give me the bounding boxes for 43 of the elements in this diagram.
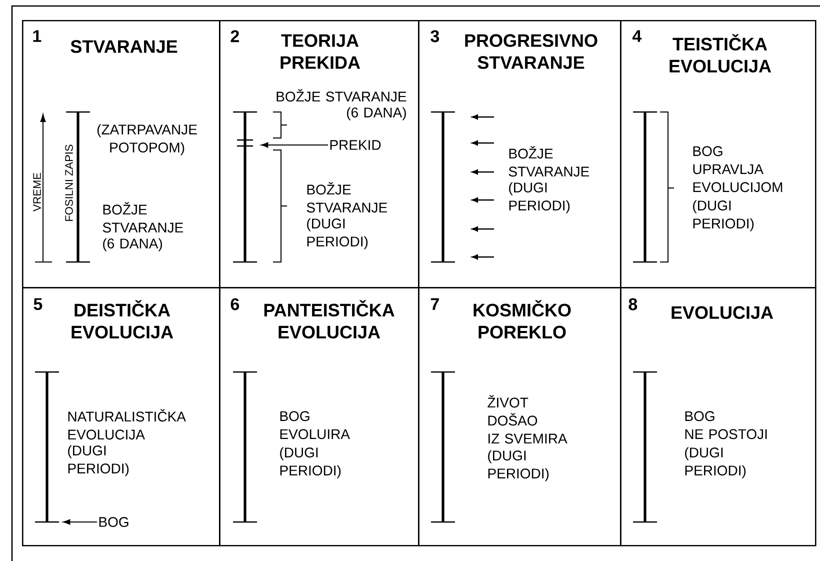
body-text: NATURALISTIČKA EVOLUCIJA	[68, 409, 186, 440]
panel-number: 7	[430, 298, 439, 310]
panel-number: 4	[632, 30, 642, 42]
arrow	[261, 142, 328, 148]
panel-title: STVARANJE	[70, 40, 178, 53]
body-text: (DUGI PERIODI)	[68, 445, 129, 476]
panel-number: 1	[33, 30, 42, 42]
panel-title: TEORIJA PREKIDA	[280, 34, 360, 69]
body-text: BOG UPRAVLJA EVOLUCIJOM	[693, 146, 782, 192]
body-text: BOŽJE STVARANJE	[276, 89, 406, 102]
body-text: BOŽJE STVARANJE	[508, 146, 590, 177]
pointer-label: BOG	[99, 517, 128, 527]
panel-title: EVOLUCIJA	[672, 306, 774, 319]
panel-title: PROGRESIVNO STVARANJE	[465, 34, 598, 69]
body-text: ŽIVOT DOŠAO IZ SVEMIRA	[488, 395, 568, 444]
body-text: BOG NE POSTOJI	[685, 411, 767, 440]
timeline-bar	[233, 111, 257, 263]
body-text: (DUGI PERIODI)	[685, 447, 746, 478]
panel-title: PANTEISTIČKA EVOLUCIJA	[264, 300, 394, 338]
body-text: (ZATRPAVANJE POTOPOM)	[97, 124, 197, 156]
body-text: BOG EVOLUIRA	[280, 411, 350, 440]
body-text: (6 DANA)	[347, 107, 406, 120]
body-text: BOŽJE STVARANJE	[102, 202, 184, 233]
axis-label: FOSILNI ZAPIS	[65, 144, 73, 221]
body-text: (DUGI PERIODI)	[693, 200, 754, 232]
panel-number: 6	[230, 298, 240, 310]
arrow	[63, 519, 97, 525]
body-text: (DUGI PERIODI)	[488, 450, 549, 482]
timeline-bar	[35, 371, 59, 523]
body-text: (DUGI PERIODI)	[307, 218, 368, 250]
panel-number: 5	[34, 298, 42, 310]
body-text: (DUGI PERIODI)	[509, 182, 570, 214]
panel-title: TEISTIČKA EVOLUCIJA	[670, 34, 772, 72]
axis-label: VREME	[33, 172, 41, 212]
panel-number: 3	[430, 30, 440, 42]
panel-number: 8	[628, 298, 638, 310]
body-text: (6 DANA)	[103, 238, 162, 252]
body-text: (DUGI PERIODI)	[280, 447, 341, 478]
panel-number: 2	[230, 30, 239, 42]
panel-title: DEISTIČKA EVOLUCIJA	[72, 300, 174, 338]
panel-title: KOSMIČKO POREKLO	[474, 300, 571, 338]
body-text: BOŽJE STVARANJE	[306, 182, 388, 213]
pointer-label: PREKID	[330, 140, 381, 150]
